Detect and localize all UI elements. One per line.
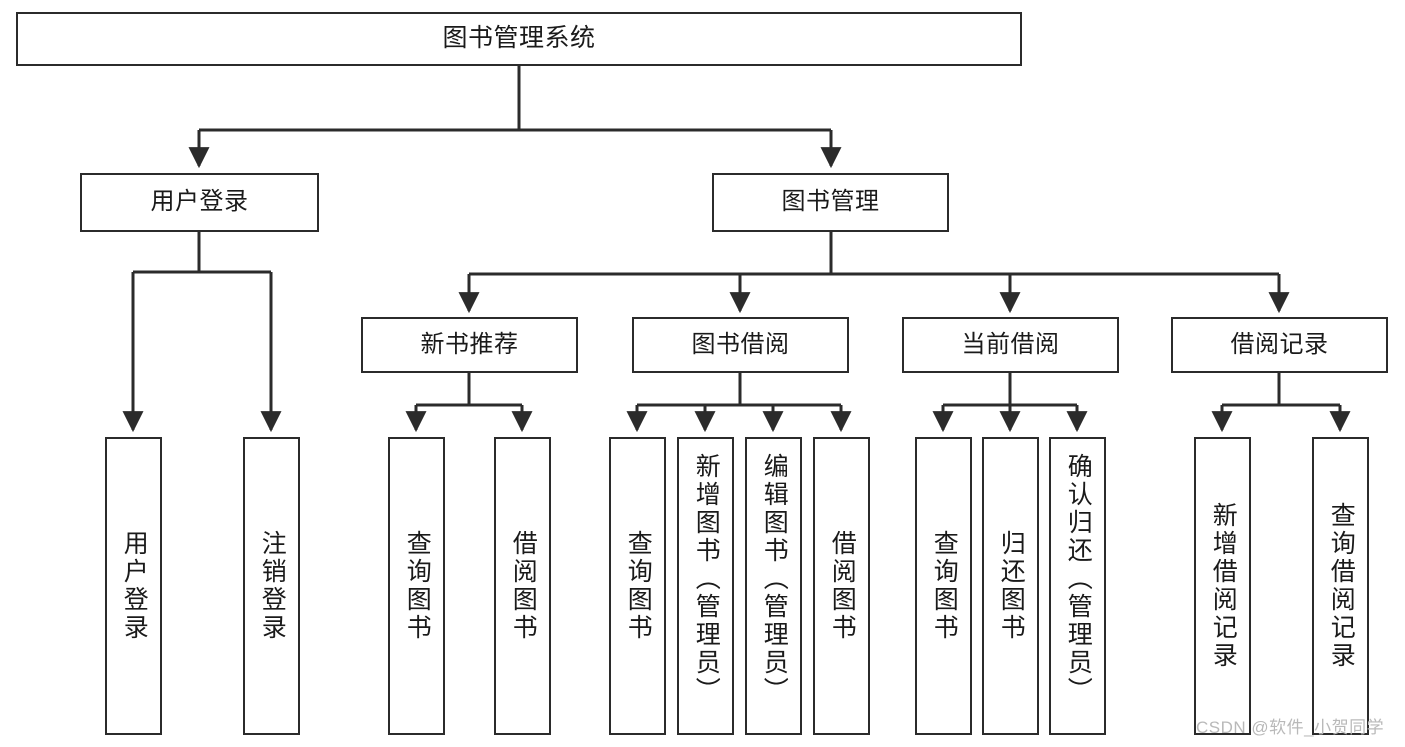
node-leaf-add-book[interactable]: 新增图书（管理员）	[677, 437, 734, 735]
node-label: 归还图书	[997, 530, 1026, 642]
node-label: 查询图书	[403, 530, 432, 642]
node-leaf-confirm-return[interactable]: 确认归还（管理员）	[1049, 437, 1106, 735]
node-book-borrow[interactable]: 图书借阅	[632, 317, 849, 373]
node-label: 编辑图书（管理员）	[760, 453, 789, 705]
node-label: 新增借阅记录	[1209, 502, 1238, 670]
node-label: 图书管理系统	[442, 24, 596, 53]
node-leaf-query-book-3[interactable]: 查询图书	[915, 437, 972, 735]
node-leaf-user-login[interactable]: 用户登录	[105, 437, 162, 735]
node-label: 借阅图书	[509, 530, 538, 642]
node-label: 图书借阅	[691, 330, 790, 358]
node-leaf-borrow-book-1[interactable]: 借阅图书	[494, 437, 551, 735]
node-label: 新增图书（管理员）	[692, 453, 721, 705]
node-label: 图书管理	[781, 188, 880, 216]
node-label: 借阅图书	[828, 530, 857, 642]
node-leaf-logout-login[interactable]: 注销登录	[243, 437, 300, 735]
node-root-system[interactable]: 图书管理系统	[16, 12, 1022, 66]
node-book-management[interactable]: 图书管理	[712, 173, 949, 232]
node-label: 用户登录	[150, 188, 249, 216]
node-user-login[interactable]: 用户登录	[80, 173, 319, 232]
node-label: 查询借阅记录	[1327, 502, 1356, 670]
node-current-borrow[interactable]: 当前借阅	[902, 317, 1119, 373]
node-label: 新书推荐	[420, 330, 519, 358]
node-leaf-edit-book[interactable]: 编辑图书（管理员）	[745, 437, 802, 735]
node-label: 查询图书	[624, 530, 653, 642]
node-borrow-record[interactable]: 借阅记录	[1171, 317, 1388, 373]
node-label: 查询图书	[930, 530, 959, 642]
node-leaf-add-record[interactable]: 新增借阅记录	[1194, 437, 1251, 735]
node-label: 注销登录	[258, 530, 287, 642]
node-label: 当前借阅	[961, 330, 1060, 358]
node-leaf-return-book[interactable]: 归还图书	[982, 437, 1039, 735]
node-leaf-query-book-1[interactable]: 查询图书	[388, 437, 445, 735]
node-leaf-query-book-2[interactable]: 查询图书	[609, 437, 666, 735]
node-leaf-query-record[interactable]: 查询借阅记录	[1312, 437, 1369, 735]
node-label: 用户登录	[120, 530, 149, 642]
node-label: 借阅记录	[1230, 330, 1329, 358]
node-new-book-recommend[interactable]: 新书推荐	[361, 317, 578, 373]
node-leaf-borrow-book-2[interactable]: 借阅图书	[813, 437, 870, 735]
node-label: 确认归还（管理员）	[1064, 453, 1093, 705]
watermark-text: CSDN @软件_小贺同学	[1196, 718, 1385, 737]
